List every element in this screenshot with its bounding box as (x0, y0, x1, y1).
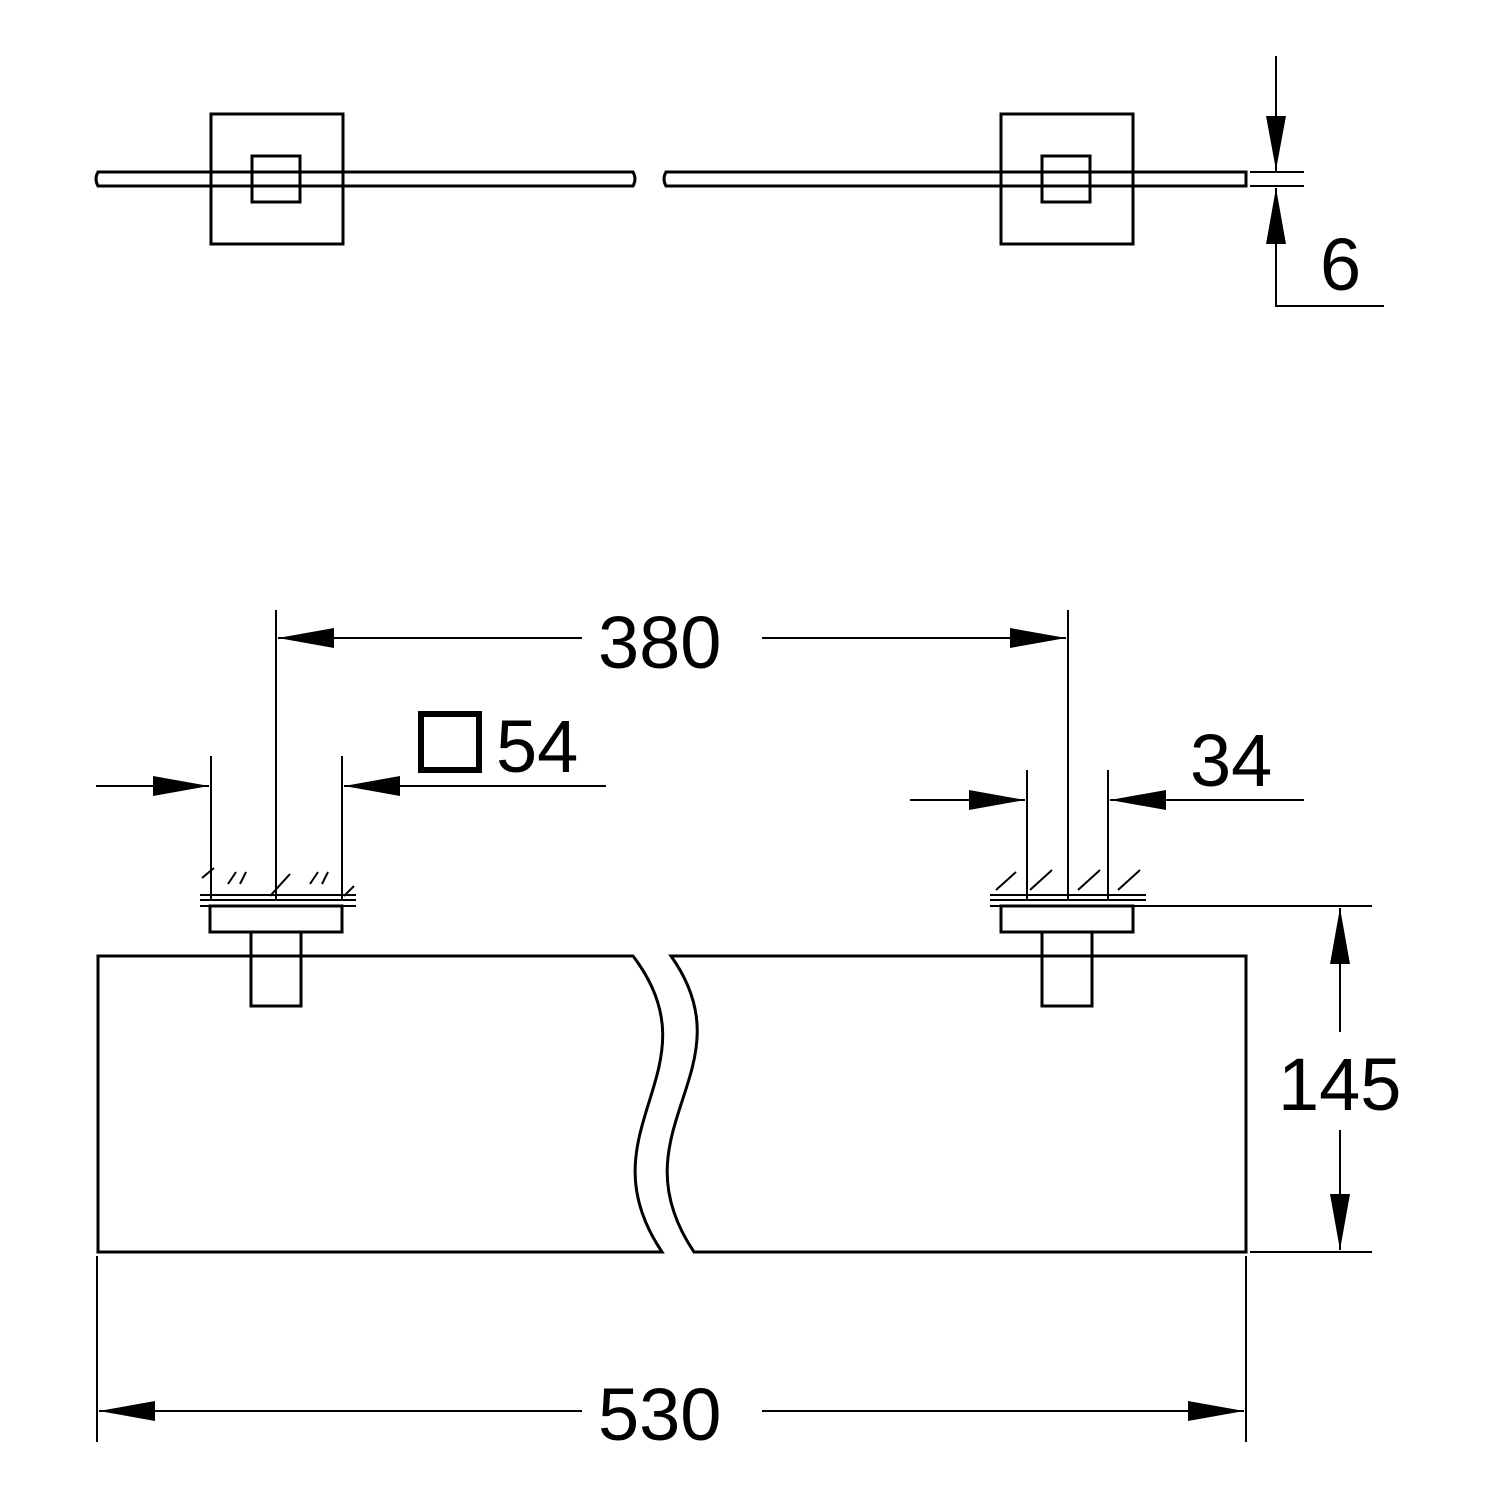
arrow-left-icon (344, 776, 400, 796)
shelf-outline-right (665, 954, 1248, 1254)
arrow-left-icon (99, 1401, 155, 1421)
overall-length-dimension: 530 (96, 1256, 1247, 1456)
depth-dimension: 145 (1136, 905, 1401, 1253)
arrow-right-icon (1010, 628, 1066, 648)
arrow-right-icon (1188, 1401, 1244, 1421)
arrow-right-icon (969, 790, 1025, 810)
bracket-width-label: 34 (1190, 719, 1272, 802)
right-clamp (1040, 154, 1092, 204)
arrow-down-icon (1330, 1194, 1350, 1250)
thickness-label: 6 (1320, 223, 1361, 306)
arrow-left-icon (278, 628, 334, 648)
plate-size-dimension: 54 (96, 705, 606, 900)
plate-size-label: 54 (496, 705, 578, 788)
shelf-outline-left (96, 954, 665, 1254)
depth-label: 145 (1278, 1043, 1401, 1126)
top-view: 6 (94, 56, 1384, 307)
overall-length-label: 530 (598, 1373, 721, 1456)
square-size-icon (418, 711, 482, 773)
bracket-width-dimension: 34 (910, 719, 1304, 900)
mount-spacing-dimension: 380 (275, 601, 1069, 900)
arrow-up-icon (1330, 908, 1350, 964)
glass-edge-left (94, 170, 637, 188)
arrow-down-icon (1266, 116, 1286, 170)
mount-spacing-label: 380 (598, 601, 721, 684)
plan-view: 380 54 34 (96, 601, 1401, 1456)
glass-edge-right (662, 170, 1248, 188)
right-wall-plate (999, 112, 1135, 246)
arrow-right-icon (153, 776, 209, 796)
left-bracket (200, 867, 356, 1008)
thickness-dimension: 6 (1250, 56, 1384, 307)
left-clamp (250, 154, 302, 204)
arrow-left-icon (1110, 790, 1166, 810)
left-wall-plate (209, 112, 345, 246)
